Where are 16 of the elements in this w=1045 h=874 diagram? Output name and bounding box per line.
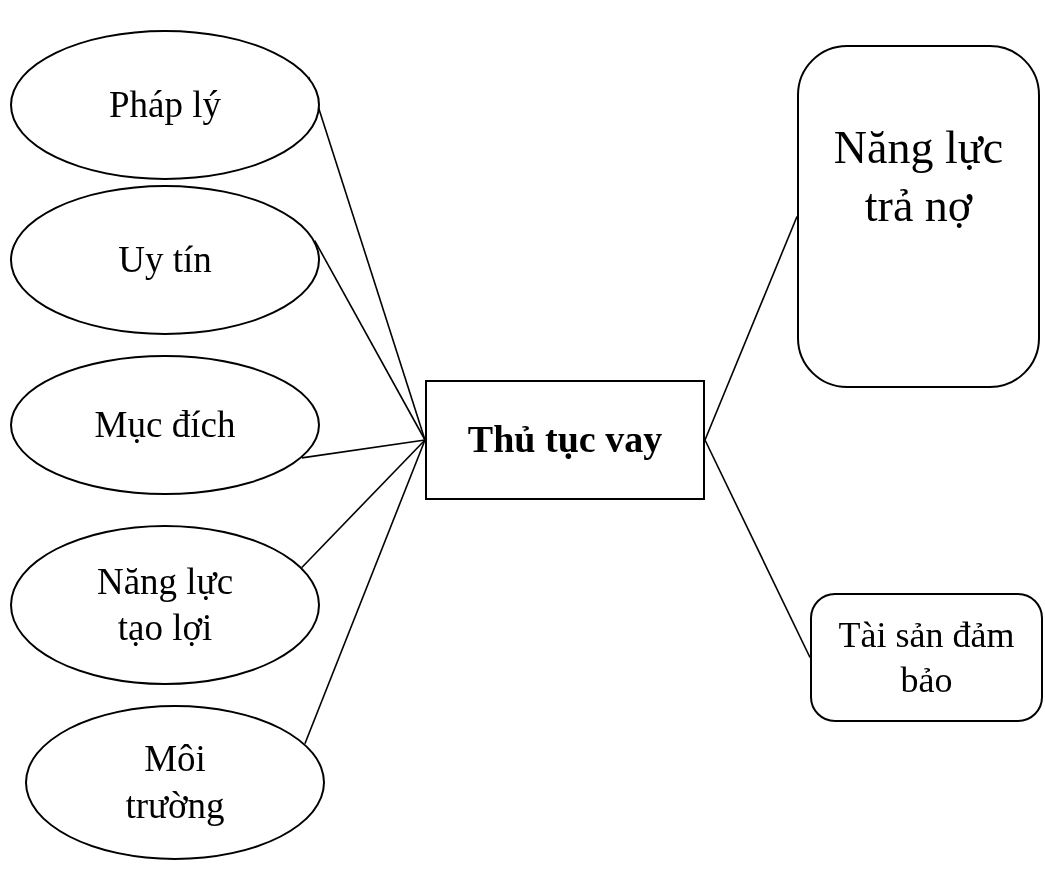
rounded-box	[797, 45, 1040, 388]
node-label: Thủ tục vay	[467, 417, 663, 463]
process-box	[425, 380, 705, 500]
connector-line	[304, 439, 426, 745]
node-label: Mục đích	[94, 402, 236, 447]
node-label: Pháp lý	[109, 82, 221, 127]
connector-line	[301, 439, 426, 459]
connector-line	[301, 439, 426, 569]
node-label: Tài sản đảm bảo	[837, 613, 1016, 702]
node-label: Năng lực trả nợ	[832, 121, 1005, 233]
node-label: Năng lực tạo lợi	[95, 559, 235, 650]
node-label: Môi trường	[124, 737, 226, 828]
connector-line	[704, 439, 811, 659]
rounded-box	[810, 593, 1043, 722]
node-label: Uy tín	[118, 237, 212, 282]
connector-line	[313, 239, 426, 441]
